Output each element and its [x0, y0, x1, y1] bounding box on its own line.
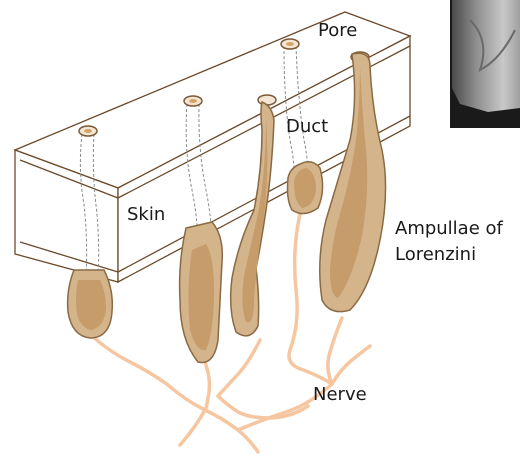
label-pore: Pore: [318, 20, 357, 41]
ampulla-4: [288, 162, 323, 214]
photo-inset: [450, 0, 520, 128]
label-duct: Duct: [286, 116, 328, 137]
label-nerve: Nerve: [313, 384, 367, 405]
pore-4: [258, 95, 276, 105]
label-ampullae-line1: Ampullae of: [395, 218, 504, 239]
label-skin: Skin: [127, 204, 165, 225]
ampulla-1: [68, 270, 113, 338]
ampulla-2: [180, 222, 223, 363]
label-ampullae-line2: Lorenzini: [395, 244, 476, 265]
